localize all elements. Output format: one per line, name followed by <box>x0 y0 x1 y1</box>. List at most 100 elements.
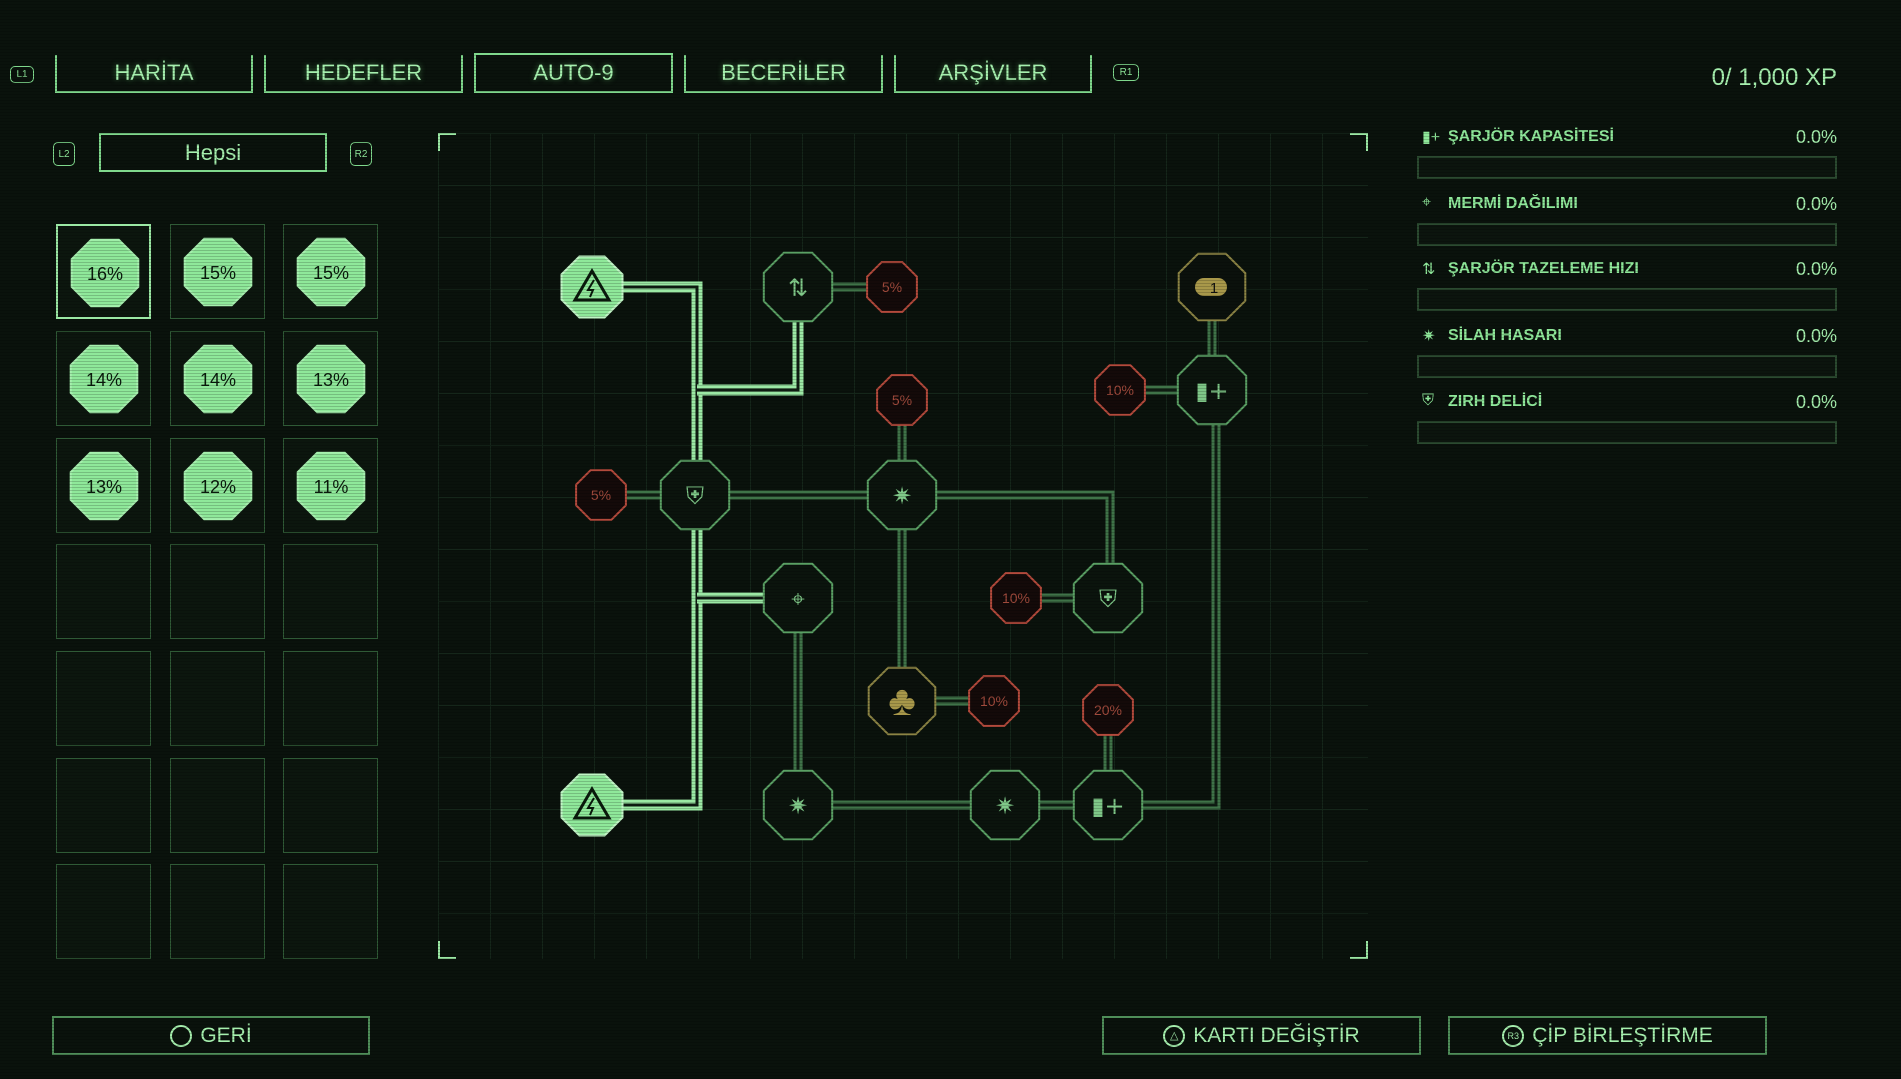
chip-slot[interactable]: 13% <box>56 438 151 533</box>
empty-chip-slot[interactable] <box>170 864 265 959</box>
reload-icon: ⇅ <box>788 274 808 302</box>
skill-node[interactable]: ⌖ <box>762 562 834 634</box>
chip-octagon <box>296 344 366 414</box>
locked-node[interactable]: 20% <box>1082 684 1134 736</box>
chip-slot[interactable]: 11% <box>283 438 378 533</box>
chip-percent: 13% <box>313 370 349 390</box>
tree-connection-core <box>592 285 699 807</box>
chip-octagon <box>69 344 139 414</box>
empty-chip-slot[interactable] <box>56 864 151 959</box>
chip-slot[interactable]: 14% <box>170 331 265 426</box>
stat-value: 0.0% <box>1795 194 1837 214</box>
stat-value: 0.0% <box>1795 259 1837 279</box>
stat-value: 0.0% <box>1795 326 1837 346</box>
r2-hint[interactable]: R2 <box>350 142 372 166</box>
chip-octagon <box>183 344 253 414</box>
stat-label: ŞARJÖR KAPASİTESİ <box>1448 128 1614 145</box>
locked-node[interactable]: 10% <box>1094 364 1146 416</box>
explosion-icon: ✷ <box>995 792 1015 820</box>
stat-label: ŞARJÖR TAZELEME HIZI <box>1448 260 1639 277</box>
locked-node[interactable]: 5% <box>866 261 918 313</box>
skill-node[interactable]: ⛨ <box>1072 562 1144 634</box>
locked-node[interactable]: 10% <box>968 675 1020 727</box>
chip-slot[interactable]: 16% <box>56 224 151 319</box>
skill-node[interactable]: ♣ <box>867 666 937 736</box>
skill-node[interactable]: ▮+ <box>1072 769 1144 841</box>
back-button[interactable]: GERİ <box>52 1016 370 1055</box>
stat-progress-bar <box>1417 355 1837 378</box>
locked-node[interactable]: 5% <box>876 374 928 426</box>
tab-harita[interactable]: HARİTA <box>55 55 253 93</box>
filter-selector[interactable]: Hepsi <box>99 133 327 172</box>
l2-hint[interactable]: L2 <box>53 142 75 166</box>
empty-chip-slot[interactable] <box>56 651 151 746</box>
skill-node[interactable]: ⇅ <box>762 251 834 323</box>
locked-node-percent: 5% <box>882 279 902 295</box>
chip-slot[interactable]: 15% <box>283 224 378 319</box>
chip-percent: 12% <box>200 477 236 497</box>
skill-node[interactable]: ✷ <box>762 769 834 841</box>
stat-progress-bar <box>1417 156 1837 179</box>
chip-percent: 13% <box>86 477 122 497</box>
skill-node[interactable]: 1 <box>1177 252 1247 322</box>
reload-icon: ⇅ <box>1422 261 1436 278</box>
chip-octagon <box>183 237 253 307</box>
start-node[interactable] <box>560 773 624 837</box>
empty-chip-slot[interactable] <box>170 651 265 746</box>
chip-slot[interactable]: 14% <box>56 331 151 426</box>
empty-chip-slot[interactable] <box>283 758 378 853</box>
locked-node-percent: 20% <box>1094 702 1122 718</box>
r1-hint[interactable]: R1 <box>1113 64 1139 81</box>
shield-icon: ⛨ <box>1099 585 1117 613</box>
empty-chip-slot[interactable] <box>283 651 378 746</box>
locked-node-percent: 10% <box>1002 590 1030 606</box>
start-node[interactable] <box>560 255 624 319</box>
skill-node[interactable]: ⛨ <box>659 459 731 531</box>
explosion-icon: ✷ <box>892 482 912 510</box>
tab-arsivler[interactable]: ARŞİVLER <box>894 55 1092 93</box>
chip-octagon <box>296 451 366 521</box>
chip-slot[interactable]: 13% <box>283 331 378 426</box>
l1-hint[interactable]: L1 <box>10 66 34 83</box>
change-card-button[interactable]: △ KARTI DEĞİŞTİR <box>1102 1016 1421 1055</box>
locked-node[interactable]: 10% <box>990 572 1042 624</box>
tab-beceriler[interactable]: BECERİLER <box>684 55 883 93</box>
chip-slot[interactable]: 15% <box>170 224 265 319</box>
chip-merge-label: ÇİP BİRLEŞTİRME <box>1532 1023 1713 1047</box>
empty-chip-slot[interactable] <box>283 864 378 959</box>
triangle-button-icon: △ <box>1163 1024 1186 1047</box>
stat-value: 0.0% <box>1795 127 1837 147</box>
skill-node[interactable]: ✷ <box>866 459 938 531</box>
stat-label: MERMİ DAĞILIMI <box>1448 195 1578 212</box>
stat-progress-bar <box>1417 288 1837 311</box>
tab-auto-9[interactable]: AUTO-9 <box>474 53 673 93</box>
crosshair-icon: ⌖ <box>791 585 805 613</box>
skill-node[interactable]: ✷ <box>969 769 1041 841</box>
locked-node-percent: 10% <box>1106 382 1134 398</box>
locked-node[interactable]: 5% <box>575 469 627 521</box>
locked-node-percent: 5% <box>591 487 611 503</box>
chip-percent: 15% <box>200 263 236 283</box>
skill-node[interactable]: ▮+ <box>1176 354 1248 426</box>
empty-chip-slot[interactable] <box>56 758 151 853</box>
empty-chip-slot[interactable] <box>283 544 378 639</box>
change-card-label: KARTI DEĞİŞTİR <box>1193 1023 1360 1047</box>
magazine-icon: ▮+ <box>1091 792 1124 820</box>
shield-icon: ⛨ <box>686 482 704 510</box>
chip-octagon <box>70 238 140 308</box>
empty-chip-slot[interactable] <box>170 758 265 853</box>
empty-chip-slot[interactable] <box>170 544 265 639</box>
tab-hedefler[interactable]: HEDEFLER <box>264 55 463 93</box>
explosion-icon: ✷ <box>788 792 808 820</box>
chip-percent: 16% <box>87 264 123 284</box>
chip-percent: 14% <box>200 370 236 390</box>
magazine-icon: ▮+ <box>1195 377 1228 405</box>
back-label: GERİ <box>200 1023 252 1047</box>
stat-progress-bar <box>1417 223 1837 246</box>
explosion-icon: ✷ <box>1422 328 1436 345</box>
xp-counter: 0/ 1,000 XP <box>1711 64 1837 91</box>
chip-slot[interactable]: 12% <box>170 438 265 533</box>
empty-chip-slot[interactable] <box>56 544 151 639</box>
